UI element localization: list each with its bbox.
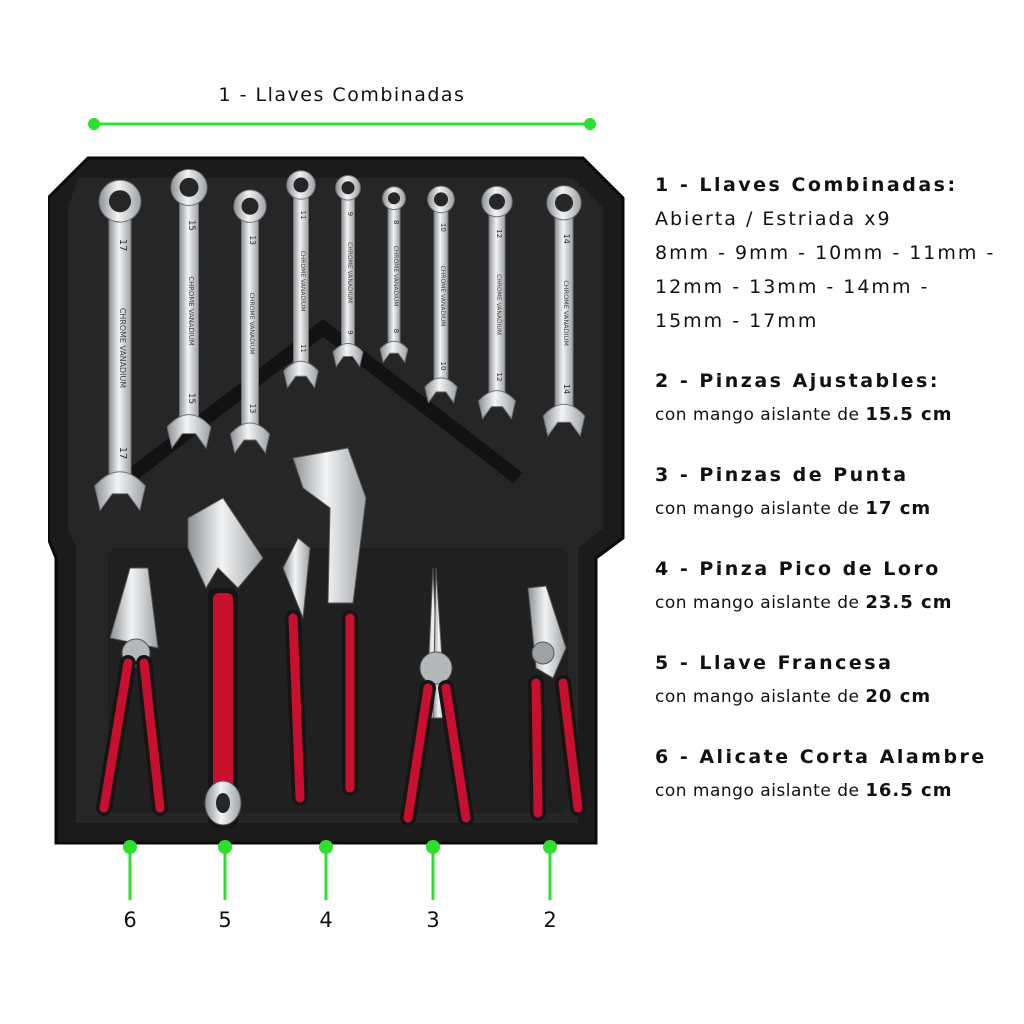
wrench-size-label: 14 [562, 384, 572, 394]
spec-prefix: con mango aislante de [655, 781, 860, 801]
wrench-brand-text: CHROME VANADIUM [495, 274, 502, 335]
combination-wrench: CHROME VANADIUM 12 12 [478, 185, 516, 420]
wrench-size-label: 8 [392, 220, 400, 224]
top-dimension-line [88, 118, 596, 130]
spec-title: 6 - Alicate Corta Alambre [655, 746, 987, 768]
spec-prefix: con mango aislante de [655, 687, 860, 707]
wrench-size-label: 8 [392, 329, 400, 333]
top-dimension-label: 1 - Llaves Combinadas [218, 84, 466, 106]
marker-line-3 [426, 840, 440, 900]
combination-wrench: CHROME VANADIUM 9 9 [332, 174, 364, 368]
spec-adjustable-wrench: 5 - Llave Francesa con mango aislante de… [655, 646, 1015, 714]
wrench-brand-text: CHROME VANADIUM [439, 266, 446, 327]
wrench-size-label: 12 [495, 372, 504, 381]
marker-number-6: 6 [123, 908, 137, 932]
spec-handle-line: con mango aislante de 16.5 cm [655, 774, 1015, 808]
combination-wrench: CHROME VANADIUM 17 17 [94, 179, 146, 512]
marker-number-2: 2 [543, 908, 557, 932]
spec-prefix: con mango aislante de [655, 499, 860, 519]
spec-title: 4 - Pinza Pico de Loro [655, 558, 941, 580]
wrench-size-label: 17 [117, 239, 128, 252]
spec-title: 2 - Pinzas Ajustables: [655, 370, 940, 392]
spec-handle-line: con mango aislante de 15.5 cm [655, 398, 1015, 432]
spec-prefix: con mango aislante de [655, 405, 860, 425]
spec-size: 16.5 cm [865, 780, 953, 801]
wrench-brand-text: CHROME VANADIUM [187, 276, 195, 345]
spec-size: 15.5 cm [865, 404, 953, 425]
slip-joint-pliers [527, 585, 586, 821]
spec-line: 15mm - 17mm [655, 310, 819, 332]
marker-line-2 [543, 840, 557, 900]
marker-number-3: 3 [426, 908, 440, 932]
spec-adjustable-pliers: 2 - Pinzas Ajustables: con mango aislant… [655, 364, 1015, 432]
wrench-size-label: 15 [186, 393, 196, 404]
spec-wire-cutter: 6 - Alicate Corta Alambre con mango aisl… [655, 740, 1015, 808]
combination-wrench: CHROME VANADIUM 14 14 [542, 185, 586, 437]
combination-wrench: CHROME VANADIUM 15 15 [166, 168, 212, 450]
marker-line-6 [123, 840, 137, 900]
wrench-size-label: 9 [346, 212, 354, 216]
spec-line: Abierta / Estriada x9 [655, 208, 892, 230]
parrot-beak-pliers [282, 447, 367, 806]
spec-title: 1 - Llaves Combinadas: [655, 174, 958, 196]
spec-parrot-beak-pliers: 4 - Pinza Pico de Loro con mango aislant… [655, 552, 1015, 620]
wrench-size-label: 10 [439, 362, 447, 371]
wrench-brand-text: CHROME VANADIUM [248, 293, 255, 355]
spec-needle-nose-pliers: 3 - Pinzas de Punta con mango aislante d… [655, 458, 1015, 526]
combination-wrench: CHROME VANADIUM 8 8 [379, 186, 409, 364]
wrench-size-label: 11 [299, 344, 307, 353]
wrench-size-label: 11 [299, 211, 307, 220]
marker-number-4: 4 [319, 908, 333, 932]
spec-size: 20 cm [865, 686, 932, 707]
spec-title: 5 - Llave Francesa [655, 652, 894, 674]
wire-cutter [96, 567, 168, 816]
spec-size: 17 cm [865, 498, 932, 519]
wrench-size-label: 12 [495, 229, 504, 238]
spec-line: 8mm - 9mm - 10mm - 11mm - [655, 242, 996, 264]
marker-line-4 [319, 840, 333, 900]
marker-line-5 [218, 840, 232, 900]
wrench-brand-text: CHROME VANADIUM [346, 242, 353, 303]
spec-combination-wrenches: 1 - Llaves Combinadas: Abierta / Estriad… [655, 168, 1015, 338]
wrench-size-label: 15 [186, 220, 196, 231]
wrench-brand-text: CHROME VANADIUM [392, 246, 399, 307]
wrench-size-label: 13 [248, 404, 257, 414]
spec-list: 1 - Llaves Combinadas: Abierta / Estriad… [655, 168, 1015, 834]
spec-title: 3 - Pinzas de Punta [655, 464, 909, 486]
wrench-size-label: 14 [562, 234, 572, 244]
wrench-size-label: 13 [248, 235, 257, 245]
wrench-brand-text: CHROME VANADIUM [118, 308, 127, 388]
wrench-size-label: 9 [346, 330, 354, 334]
spec-size: 23.5 cm [865, 592, 953, 613]
wrench-brand-text: CHROME VANADIUM [299, 251, 306, 312]
needle-nose-pliers [400, 567, 474, 826]
wrench-brand-text: CHROME VANADIUM [562, 280, 570, 346]
combination-wrench: CHROME VANADIUM 10 10 [424, 185, 458, 404]
spec-handle-line: con mango aislante de 23.5 cm [655, 586, 1015, 620]
wrench-size-label: 17 [117, 447, 128, 460]
spec-handle-line: con mango aislante de 17 cm [655, 492, 1015, 526]
wrench-size-label: 10 [439, 223, 447, 232]
combination-wrench: CHROME VANADIUM 13 13 [229, 189, 271, 454]
spec-prefix: con mango aislante de [655, 593, 860, 613]
adjustable-wrench [187, 497, 264, 828]
spec-handle-line: con mango aislante de 20 cm [655, 680, 1015, 714]
marker-number-5: 5 [218, 908, 232, 932]
spec-line: 12mm - 13mm - 14mm - [655, 276, 930, 298]
combination-wrench: CHROME VANADIUM 11 11 [283, 170, 319, 389]
